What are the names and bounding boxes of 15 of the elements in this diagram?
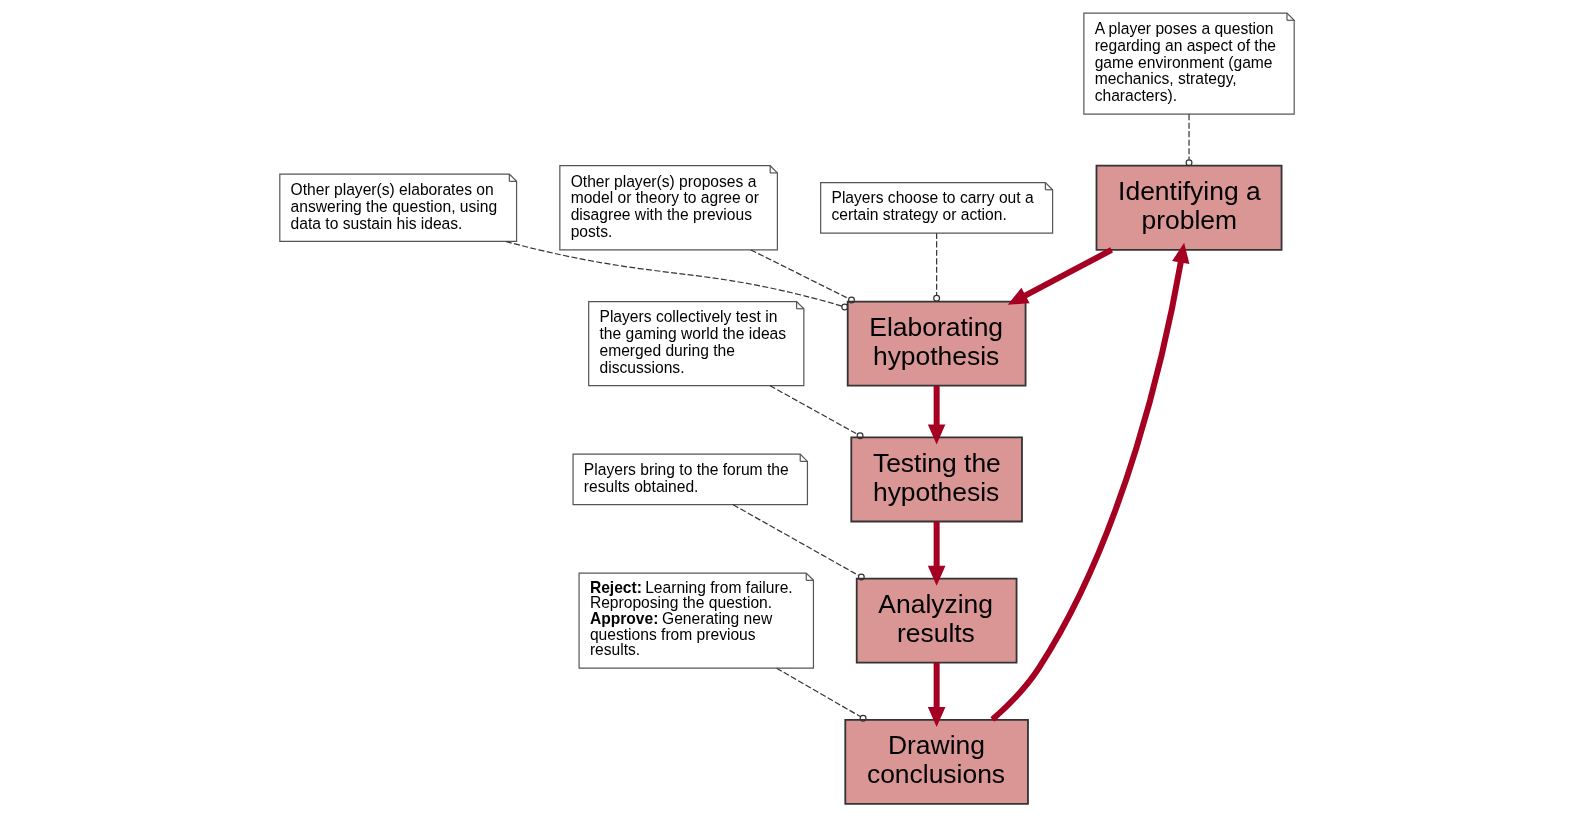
connector	[775, 667, 867, 722]
connector	[768, 385, 864, 440]
arrow	[927, 521, 945, 586]
arrow	[927, 662, 945, 728]
arrow	[989, 242, 1189, 722]
connector	[749, 249, 855, 304]
node-box: Drawing conclusions	[843, 718, 1029, 805]
connector	[1185, 113, 1192, 167]
arrow	[927, 385, 945, 445]
node-box: Analyzing results	[855, 577, 1017, 664]
node-box: Identifying a problem	[1095, 164, 1282, 251]
connector	[932, 232, 940, 302]
node-box: Testing the hypothesis	[849, 436, 1023, 523]
arrow	[1007, 247, 1113, 305]
node-box: Elaborating hypothesis	[846, 300, 1026, 387]
